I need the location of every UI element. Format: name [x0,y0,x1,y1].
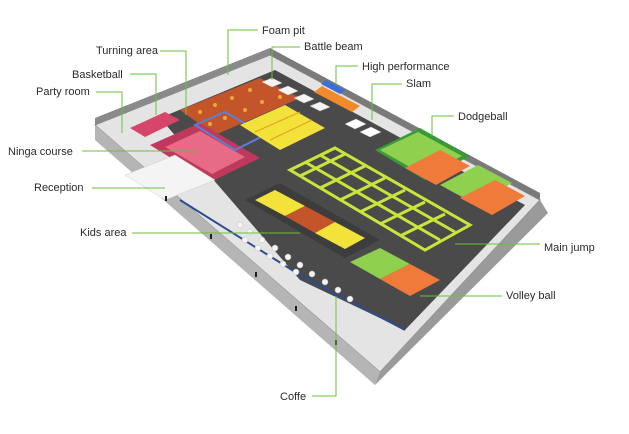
foam-pit-cubes [198,88,282,126]
basketball-leader [130,73,157,115]
slam-label: Slam [406,78,431,90]
party-room-leader [96,91,123,133]
back-right-wall [270,48,540,200]
ninga-course-label: Ninga course [8,146,73,158]
high-performance-label: High performance [362,61,449,73]
dodgeball-courts [375,128,525,215]
foam-pit-area [180,78,300,135]
back-left-wall [95,48,270,125]
blue-railing [179,199,406,331]
party-room-label: Party room [36,86,90,98]
battle-beam-leader [271,46,300,80]
high-performance-strip [314,86,360,112]
turning-area-leader [160,50,187,115]
coffe-seating [236,221,354,303]
battle-beam-label: Battle beam [304,41,363,53]
kids-area-foam [285,206,335,233]
kids-area-yellow-1 [255,190,305,216]
high-performance-leader [335,65,358,85]
volley-ball-green [350,248,410,279]
ninja-course-inner [165,131,245,174]
basketball-area [130,112,180,137]
main-jump-label: Main jump [544,242,595,254]
volley-ball-orange [380,264,440,296]
turning-area-label: Turning area [96,45,159,57]
foam-pit-label: Foam pit [262,25,305,37]
coffe-label: Coffe [280,391,306,403]
yellow-court-top-grid [254,111,313,141]
kids-area-yellow-2 [315,222,365,249]
kids-area-label: Kids area [80,227,127,239]
reception-floor [124,154,216,201]
front-right-wall [375,200,548,385]
yellow-court-top [240,105,325,150]
battle-beam-pads [261,77,331,112]
high-performance-blue [321,80,345,94]
main-jump-grid [286,146,474,252]
slam-pads [344,118,382,138]
coffe-leader [312,296,337,397]
foam-pit-leader [227,29,258,75]
basketball-label: Basketball [72,69,123,81]
volley-ball-label: Volley ball [506,290,556,302]
reception-label: Reception [34,182,84,194]
slam-leader [371,83,402,120]
dodgeball-leader [431,115,454,136]
dodgeball-label: Dodgeball [458,111,508,123]
